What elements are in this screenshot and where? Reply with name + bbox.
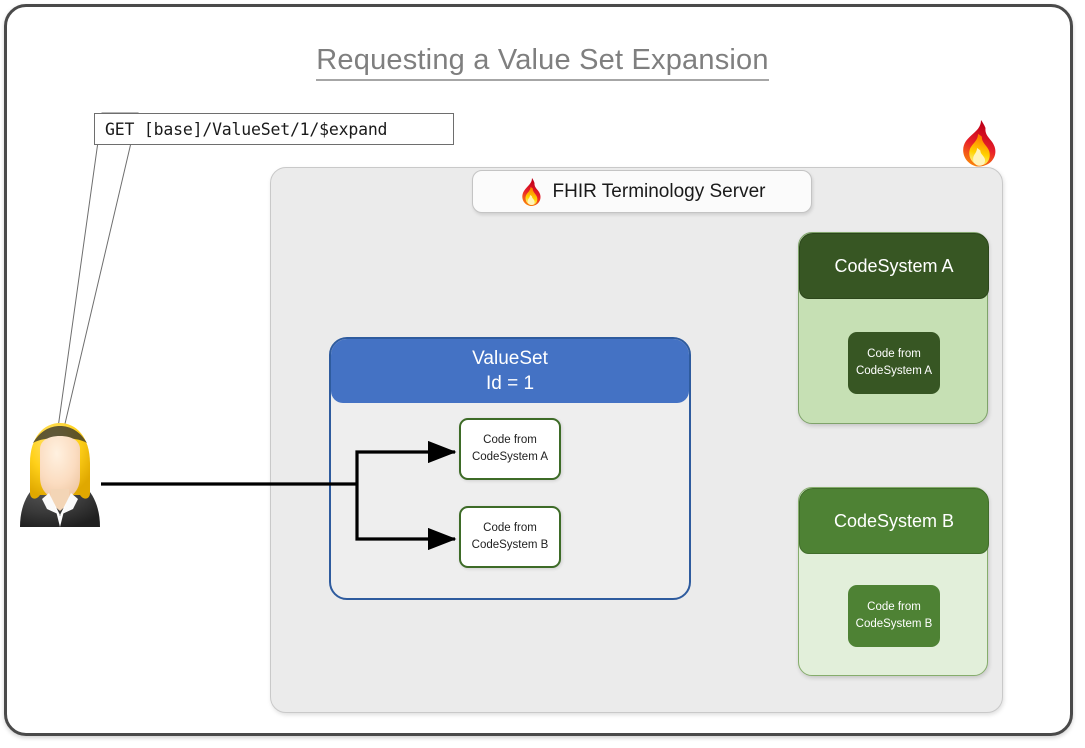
codesystem-a-code-box: Code from CodeSystem A <box>848 332 940 394</box>
page-title: Requesting a Value Set Expansion <box>0 44 1085 81</box>
codesystem-a-panel: CodeSystem A Code from CodeSystem A <box>798 232 989 424</box>
codesystem-b-header: CodeSystem B <box>799 488 989 554</box>
valueset-code-a-line1: Code from <box>483 434 537 447</box>
codesystem-b-code-line2: CodeSystem B <box>855 618 933 630</box>
codesystem-a-title: CodeSystem A <box>834 255 954 276</box>
codesystem-b-title: CodeSystem B <box>833 510 955 531</box>
page-title-text: Requesting a Value Set Expansion <box>316 44 769 81</box>
get-request-callout: GET [base]/ValueSet/1/$expand <box>94 113 454 145</box>
fhir-flame-icon <box>521 177 541 206</box>
get-request-text: GET [base]/ValueSet/1/$expand <box>105 119 388 139</box>
codesystem-b-code-line1: Code from <box>867 601 921 614</box>
valueset-code-a-line2: CodeSystem A <box>471 451 549 463</box>
fhir-server-label: FHIR Terminology Server <box>472 170 812 213</box>
valueset-header: ValueSet Id = 1 <box>331 339 689 403</box>
codesystem-a-code-line1: Code from <box>867 348 921 361</box>
valueset-title: ValueSet <box>472 347 548 369</box>
valueset-code-b-line2: CodeSystem B <box>471 539 549 551</box>
codesystem-b-code-box: Code from CodeSystem B <box>848 585 940 647</box>
codesystem-b-panel: CodeSystem B Code from CodeSystem B <box>798 487 989 676</box>
codesystem-a-header: CodeSystem A <box>799 233 989 299</box>
valueset-code-b-line1: Code from <box>483 522 537 535</box>
valueset-code-a: Code from CodeSystem A <box>459 418 561 480</box>
codesystem-a-code-line2: CodeSystem A <box>855 365 933 377</box>
valueset-code-b: Code from CodeSystem B <box>459 506 561 568</box>
person-icon <box>20 423 100 527</box>
valueset-id: Id = 1 <box>485 373 535 394</box>
fhir-server-label-text: FHIR Terminology Server <box>552 180 766 202</box>
fhir-flame-icon <box>963 120 996 167</box>
